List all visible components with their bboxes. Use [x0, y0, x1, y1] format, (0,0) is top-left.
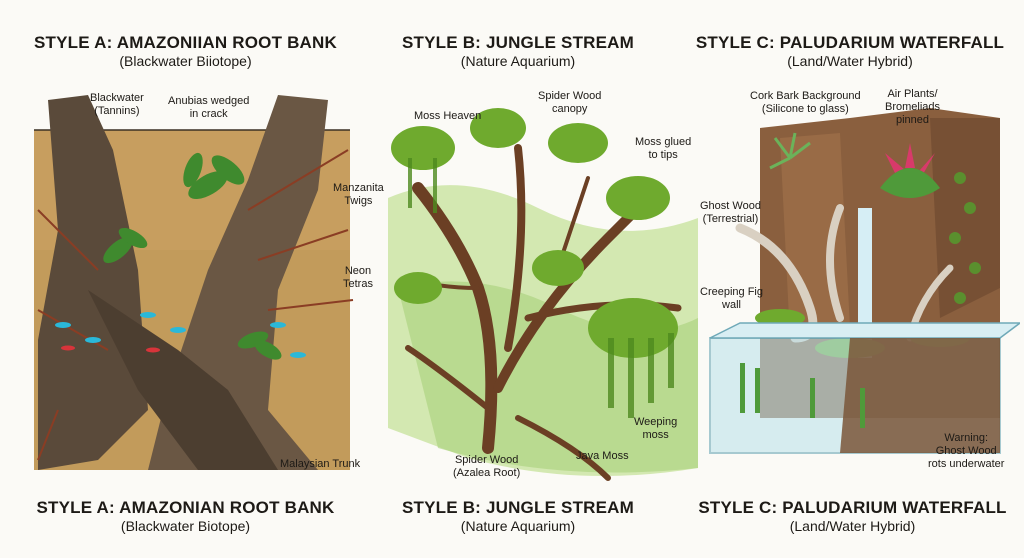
bromeliad-icon [885, 143, 935, 176]
label-cork-bark: Cork Bark Background (Silicone to glass) [750, 90, 861, 115]
panel-b-top-subtitle: (Nature Aquarium) [460, 53, 576, 69]
label-spider-wood-canopy: Spider Wood canopy [538, 90, 602, 115]
label-malaysian-trunk: Malaysian Trunk [280, 458, 361, 470]
panel-a-top-title: STYLE A: AMAZONIIAN ROOT BANK [34, 33, 337, 52]
panel-c-top-subtitle: (Land/Water Hybrid) [787, 53, 913, 69]
label-moss-heaven: Moss Heaven [414, 110, 482, 122]
label-creeping-fig: Creeping Fig wall [700, 286, 763, 311]
panel-a-illustration: Blackwater (Tannins) Anubias wedged in c… [18, 90, 384, 490]
label-neon-tetras: Neon Tetras [343, 265, 373, 290]
panel-c-bottom-subtitle: (Land/Water Hybrid) [789, 518, 916, 534]
panel-a-bottom-subtitle: (Blackwater Biotope) [120, 518, 251, 534]
label-moss-glued: Moss glued to tips [635, 136, 692, 161]
panel-b-bottom-subtitle: (Nature Aquarium) [460, 518, 576, 534]
jungle-stream-drawing [388, 108, 698, 481]
label-java-moss: Java Moss [576, 450, 629, 462]
label-blackwater: Blackwater (Tannins) [90, 92, 144, 117]
paludarium-waterfall-drawing [709, 108, 1020, 454]
anubias-plant-icon [183, 152, 245, 199]
panel-b-bottom-title: STYLE B: JUNGLE STREAM [401, 498, 635, 517]
panel-b-top-title: STYLE B: JUNGLE STREAM [401, 33, 635, 52]
moss-cluster-icon [391, 108, 678, 358]
neon-tetra-icon [55, 312, 306, 358]
label-ghost-wood: Ghost Wood (Terrestrial) [700, 200, 761, 225]
panel-a-bottom-title: STYLE A: AMAZONIAN ROOT BANK [36, 498, 335, 517]
panel-b-illustration: Moss Heaven Spider Wood canopy Moss glue… [378, 88, 708, 488]
label-air-plants: Air Plants/ Bromeliads pinned [885, 88, 941, 126]
label-weeping-moss: Weeping moss [634, 416, 678, 441]
panel-c-illustration: Cork Bark Background (Silicone to glass)… [700, 88, 1020, 488]
label-manzanita: Manzanita Twigs [333, 182, 384, 207]
label-spider-wood-azalea: Spider Wood (Azalea Root) [453, 454, 521, 479]
panel-a-top-subtitle: (Blackwater Biiotope) [119, 53, 252, 69]
glass-tank-icon [709, 322, 1020, 454]
waterfall-icon [858, 208, 872, 358]
panel-c-top-title: STYLE C: PALUDARIUM WATERFALL [695, 33, 1005, 52]
label-warning-ghost-wood: Warning: Ghost Wood rots underwater [928, 432, 1005, 470]
panel-c-bottom-title: STYLE C: PALUDARIUM WATERFALL [698, 498, 1007, 517]
label-anubias: Anubias wedged in crack [168, 95, 250, 120]
amazonian-root-bank-drawing [34, 95, 354, 470]
